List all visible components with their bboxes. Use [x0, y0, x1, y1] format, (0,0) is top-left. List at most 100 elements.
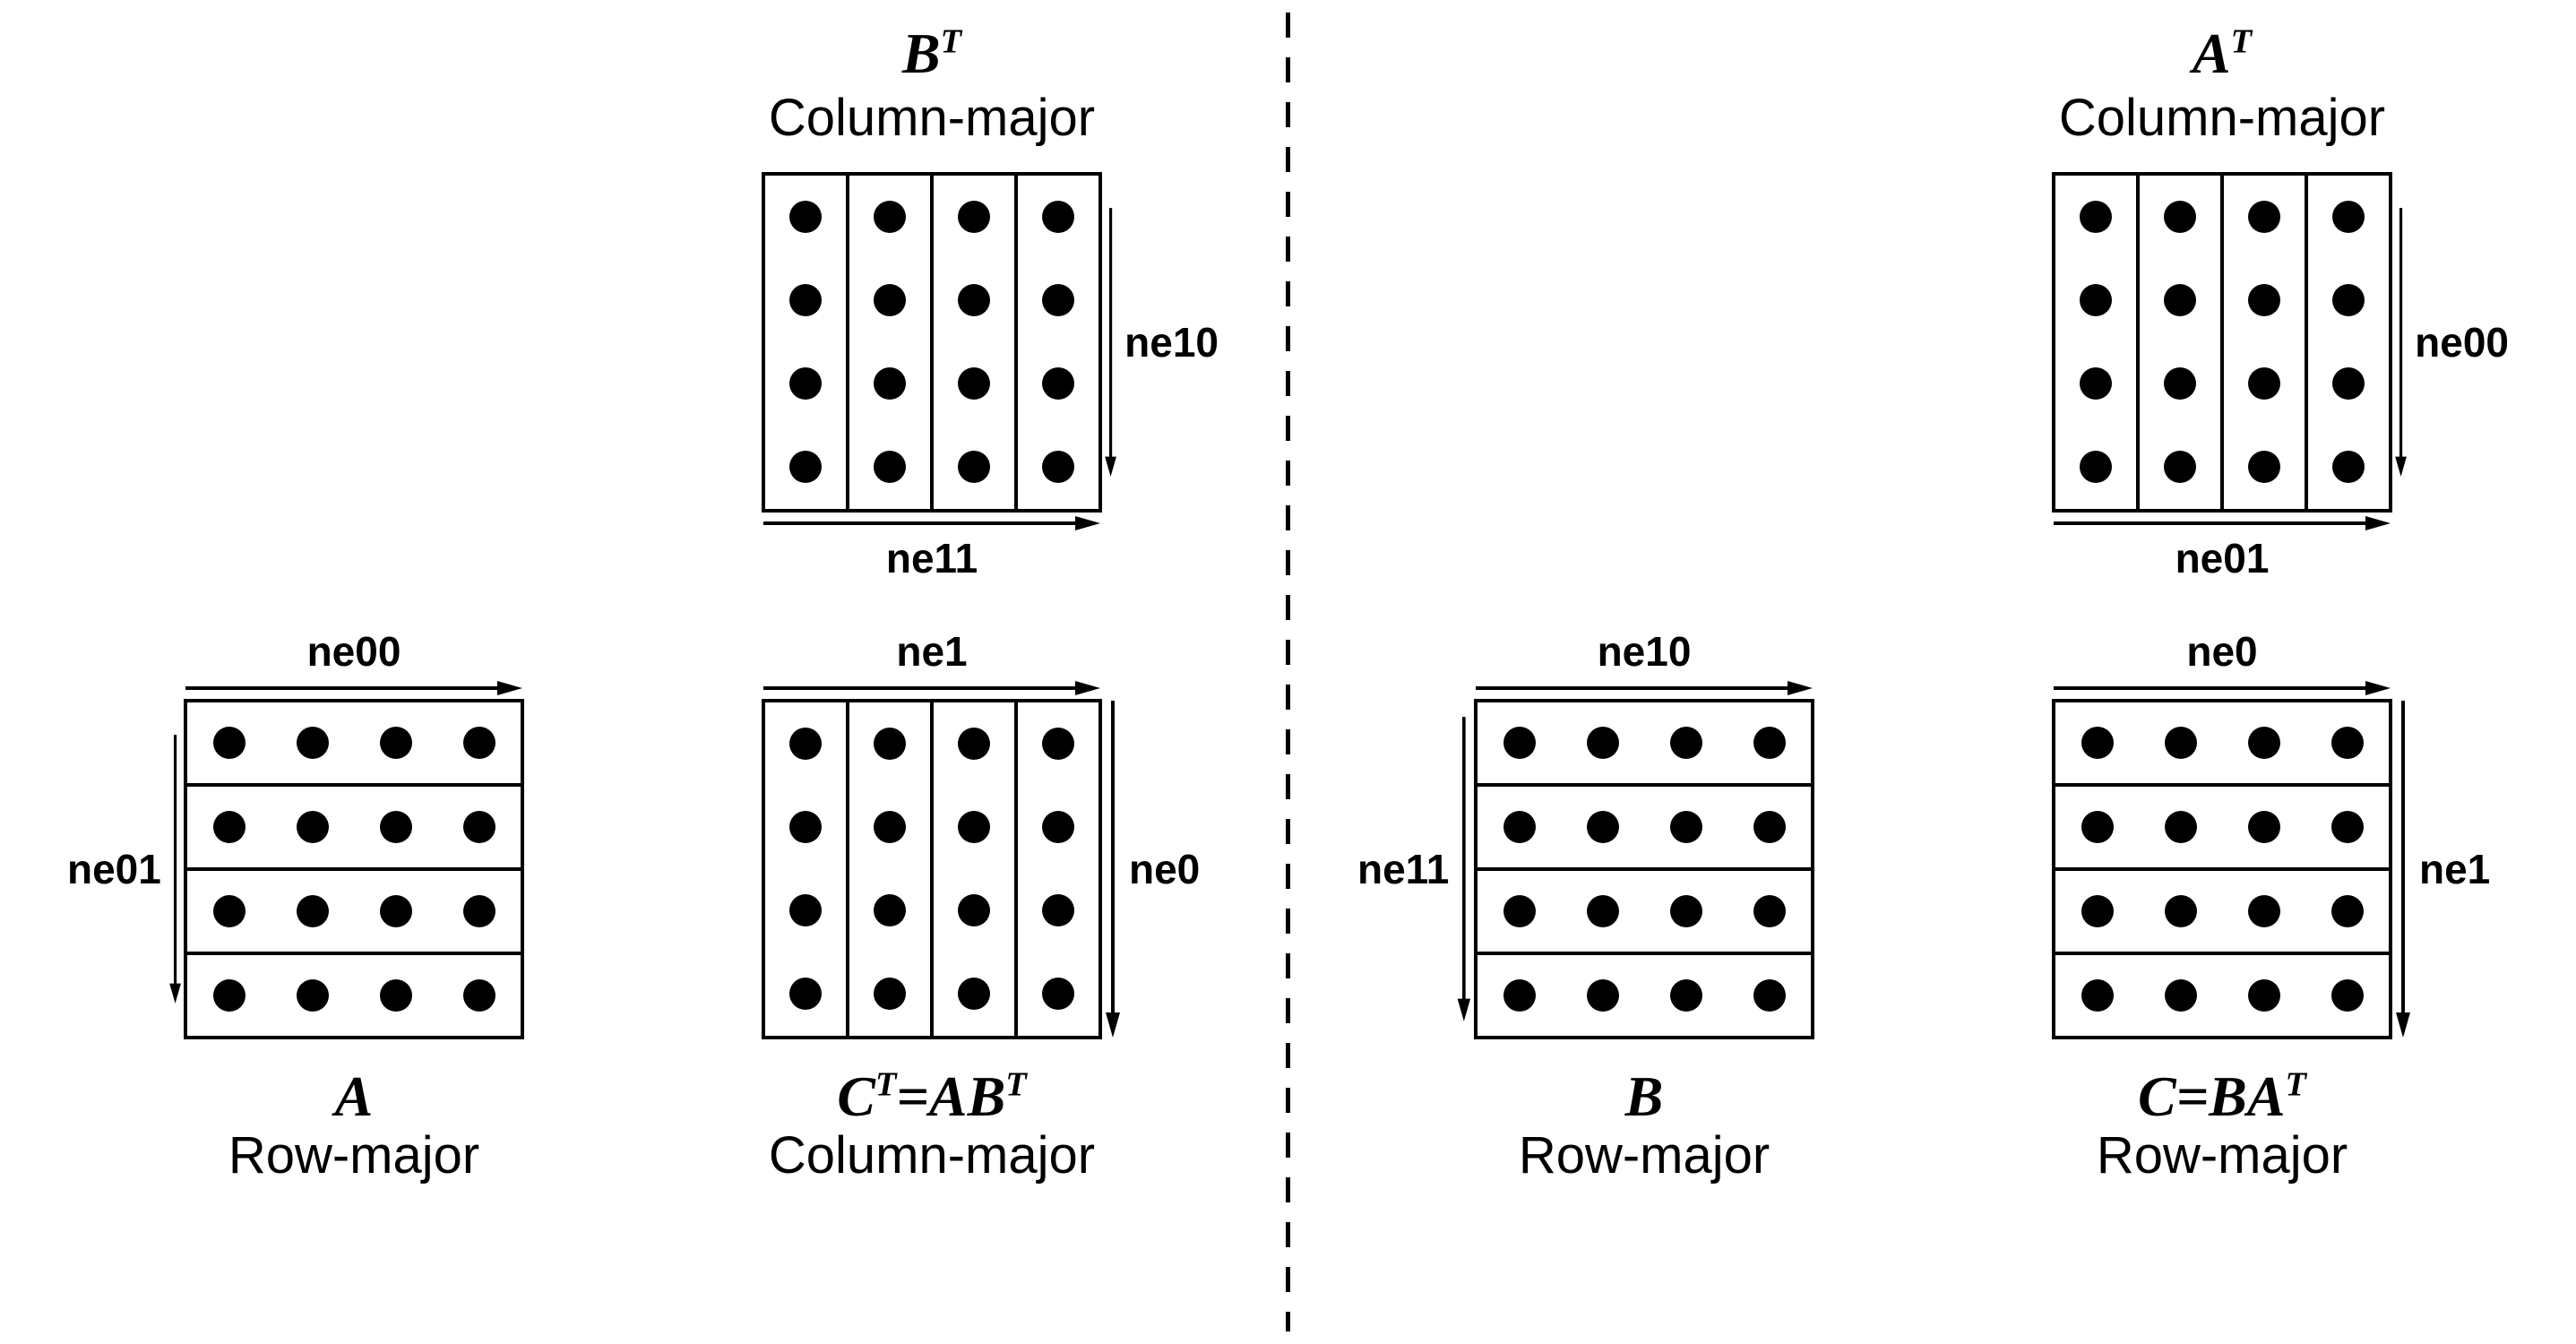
- matrix-cell: [187, 866, 521, 952]
- matrix-area: [762, 698, 1102, 1039]
- matrix-grid: [2052, 698, 2392, 1039]
- panel-divider: [1286, 13, 1290, 1331]
- matrix-dot: [212, 978, 246, 1012]
- matrix-cell: [2220, 175, 2305, 509]
- matrix-layout-label: Column-major: [768, 1126, 1096, 1185]
- matrix-layout-label: Row-major: [2096, 1126, 2348, 1185]
- dimension-label: ne10: [1124, 318, 1219, 366]
- matrix-cell: [930, 702, 1014, 1036]
- matrix-dot: [2247, 978, 2280, 1012]
- right-arrow-icon: [763, 515, 1100, 530]
- down-arrow-icon: [1106, 700, 1120, 1038]
- bottom-arrow-area: ne11: [762, 513, 1102, 606]
- matrix-dot: [2164, 726, 2197, 759]
- matrix-cell: [187, 951, 521, 1036]
- matrix-dot: [1586, 894, 1619, 927]
- matrix-dot: [1669, 726, 1702, 759]
- right-arrow-icon: [1476, 680, 1813, 695]
- matrix-area: [762, 171, 1102, 513]
- matrix-dot: [2248, 367, 2280, 401]
- matrix-dot: [958, 451, 990, 484]
- matrix-cell: [846, 702, 930, 1036]
- matrix-dot: [2247, 810, 2280, 843]
- matrix-dot: [296, 978, 329, 1012]
- left-arrow-area: ne11: [1357, 699, 1474, 1039]
- matrix-dot: [874, 201, 906, 234]
- matrix-cell: [1014, 702, 1098, 1036]
- matrix-dot: [1042, 894, 1074, 927]
- matrix-title: C=BAT: [2138, 1064, 2306, 1128]
- matrix-dot: [1042, 451, 1074, 484]
- matrix-cell: [1014, 175, 1098, 509]
- matrix-dot: [296, 894, 329, 927]
- matrix-cell: [1478, 866, 1811, 952]
- matrix-block-b-transpose: BT Column-major ne10 ne11: [643, 23, 1221, 606]
- panel-left-grid: BT Column-major ne10 ne11: [0, 23, 1286, 1186]
- matrix-figure: ne10 ne11: [1357, 606, 1931, 1063]
- matrix-cell: [1478, 782, 1811, 867]
- matrix-title: BT: [901, 22, 962, 85]
- matrix-dot: [958, 894, 990, 927]
- matrix-dot: [1042, 728, 1074, 761]
- right-arrow-icon: [2054, 680, 2391, 695]
- matrix-title: B: [1624, 1064, 1664, 1128]
- matrix-dot: [2330, 978, 2364, 1012]
- left-arrow-area: ne01: [67, 699, 184, 1039]
- matrix-cell: [930, 175, 1014, 509]
- matrix-dot: [958, 284, 990, 317]
- matrix-dot: [2080, 284, 2112, 317]
- matrix-grid: [762, 171, 1102, 513]
- matrix-dot: [1586, 726, 1619, 759]
- matrix-dot: [1586, 978, 1619, 1012]
- matrix-dot: [874, 284, 906, 317]
- matrix-dot: [789, 284, 822, 317]
- matrix-dot: [462, 894, 495, 927]
- matrix-dot: [789, 978, 822, 1011]
- matrix-dot: [2248, 284, 2280, 317]
- dimension-label: ne11: [1357, 845, 1450, 892]
- down-arrow-icon: [1105, 207, 1116, 477]
- matrix-dot: [296, 810, 329, 843]
- matrix-dot: [2164, 978, 2197, 1012]
- matrix-dot: [1042, 284, 1074, 317]
- dimension-label: ne11: [885, 534, 978, 582]
- matrix-cell: [2055, 951, 2389, 1036]
- matrix-dot: [874, 811, 906, 844]
- matrix-block-c: ne0 ne1 C=BAT Row-major: [1934, 606, 2511, 1186]
- matrix-grid: [1474, 698, 1814, 1039]
- matrix-dot: [789, 811, 822, 844]
- matrix-dot: [2080, 201, 2112, 234]
- matrix-dot: [874, 367, 906, 401]
- top-arrow-area: ne1: [762, 606, 1102, 699]
- dimension-label: ne10: [1597, 627, 1692, 675]
- matrix-title: A: [334, 1064, 374, 1128]
- matrix-dot: [2332, 451, 2365, 484]
- matrix-dot: [874, 728, 906, 761]
- matrix-dot: [958, 978, 990, 1011]
- matrix-grid: [762, 698, 1102, 1039]
- matrix-title: AT: [2192, 22, 2253, 85]
- matrix-dot: [958, 367, 990, 401]
- matrix-dot: [2248, 451, 2280, 484]
- matrix-dot: [1753, 726, 1786, 759]
- matrix-layout-label: Column-major: [2058, 89, 2386, 148]
- matrix-area: [2052, 171, 2392, 513]
- matrix-dot: [2330, 894, 2364, 927]
- dimension-label: ne0: [1129, 845, 1201, 892]
- matrix-dot: [2164, 201, 2196, 234]
- top-arrow-area: ne00: [184, 606, 524, 699]
- matrix-area: [184, 698, 524, 1039]
- matrix-cell: [187, 782, 521, 867]
- matrix-dot: [212, 894, 246, 927]
- matrix-figure: ne10 ne11: [645, 149, 1219, 606]
- matrix-dot: [1753, 810, 1786, 843]
- matrix-layout-label: Column-major: [768, 89, 1096, 148]
- dimension-label: ne01: [2175, 534, 2270, 582]
- matrix-cell: [2055, 782, 2389, 867]
- matrix-dot: [2081, 810, 2114, 843]
- matrix-figure: ne1 ne0: [645, 606, 1219, 1063]
- matrix-dot: [1042, 201, 1074, 234]
- matrix-cell: [2136, 175, 2220, 509]
- matrix-figure: ne0 ne1: [1935, 606, 2509, 1063]
- matrix-dot: [2164, 367, 2196, 401]
